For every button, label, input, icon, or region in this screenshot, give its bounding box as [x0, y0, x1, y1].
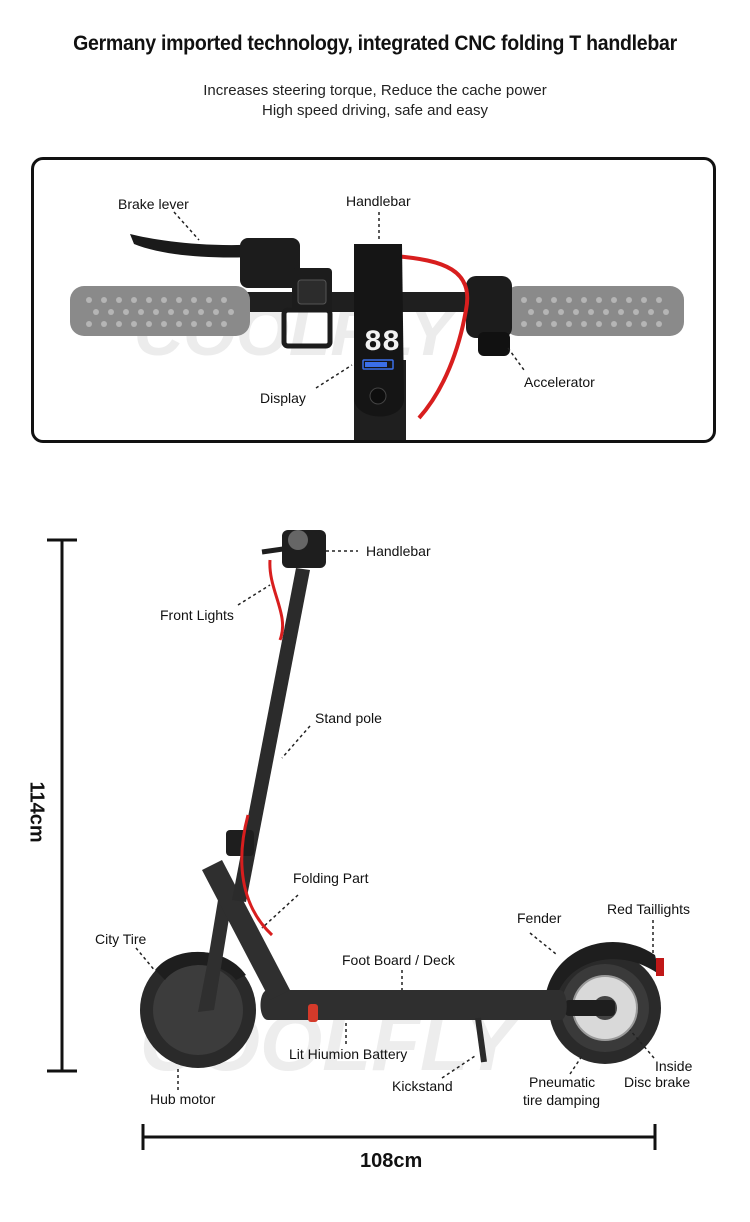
left-grip — [70, 286, 250, 336]
label-foot-board: Foot Board / Deck — [342, 952, 455, 968]
display-battery-bar — [362, 359, 394, 370]
label-handlebar-top: Handlebar — [346, 193, 411, 209]
right-grip-texture — [521, 297, 669, 327]
label-city-tire: City Tire — [95, 931, 147, 947]
front-fender — [155, 951, 246, 980]
label-kickstand: Kickstand — [392, 1078, 453, 1094]
handlebar-grip-end — [288, 530, 308, 550]
label-front-lights: Front Lights — [160, 607, 234, 623]
handlebar-illustration: COOLFLY 88 — [70, 211, 684, 440]
brake-cable — [240, 559, 285, 937]
label-pneumatic-2: tire damping — [523, 1092, 601, 1108]
subtitle-line-2: High speed driving, safe and easy — [262, 102, 488, 119]
label-stand-pole: Stand pole — [315, 710, 382, 726]
label-display: Display — [260, 390, 306, 406]
right-grip — [504, 286, 684, 336]
stand-pole — [232, 568, 310, 902]
display-power-button — [369, 387, 387, 405]
hub-motor-body — [153, 965, 243, 1055]
handlebar-leader-lines — [173, 211, 525, 389]
brake-lever-arm — [130, 234, 274, 258]
label-disc-brake-2: Disc brake — [624, 1074, 691, 1090]
frame-body — [202, 860, 290, 1000]
deck — [260, 990, 567, 1020]
label-battery: Lit Hiumion Battery — [289, 1046, 408, 1062]
accelerator-clamp — [466, 276, 512, 338]
label-hub-motor: Hub motor — [150, 1091, 216, 1107]
label-pneumatic-1: Pneumatic — [529, 1074, 596, 1090]
handlebar-panel: COOLFLY 88 — [31, 157, 716, 443]
label-folding-part: Folding Part — [293, 870, 369, 886]
label-handlebar: Handlebar — [366, 543, 431, 559]
left-grip-texture — [86, 297, 234, 327]
scooter-leader-lines — [135, 550, 655, 1090]
bell-button — [297, 279, 327, 305]
length-dimension-label: 108cm — [360, 1150, 423, 1172]
label-fender: Fender — [517, 910, 562, 926]
label-red-taillights: Red Taillights — [607, 901, 691, 917]
front-fork — [198, 900, 232, 1012]
subtitle-line-1: Increases steering torque, Reduce the ca… — [203, 82, 547, 99]
rear-fender — [545, 942, 660, 1000]
deck-reflector — [308, 1004, 318, 1022]
page-title: Germany imported technology, integrated … — [73, 32, 677, 55]
handlebar-red-cable — [393, 254, 470, 420]
height-dimension-label: 114cm — [25, 781, 48, 843]
kickstand-leg — [475, 1017, 487, 1063]
display-housing — [354, 244, 404, 417]
folding-hook — [281, 307, 333, 349]
label-accelerator: Accelerator — [524, 374, 595, 390]
accelerator-thumb — [478, 332, 510, 356]
brake-clamp — [240, 238, 300, 288]
display-digits: 88 — [364, 326, 400, 360]
label-disc-brake-1: Inside — [655, 1058, 693, 1074]
folding-clamp — [226, 830, 254, 856]
label-brake-lever: Brake lever — [118, 196, 189, 212]
taillight — [656, 958, 664, 976]
